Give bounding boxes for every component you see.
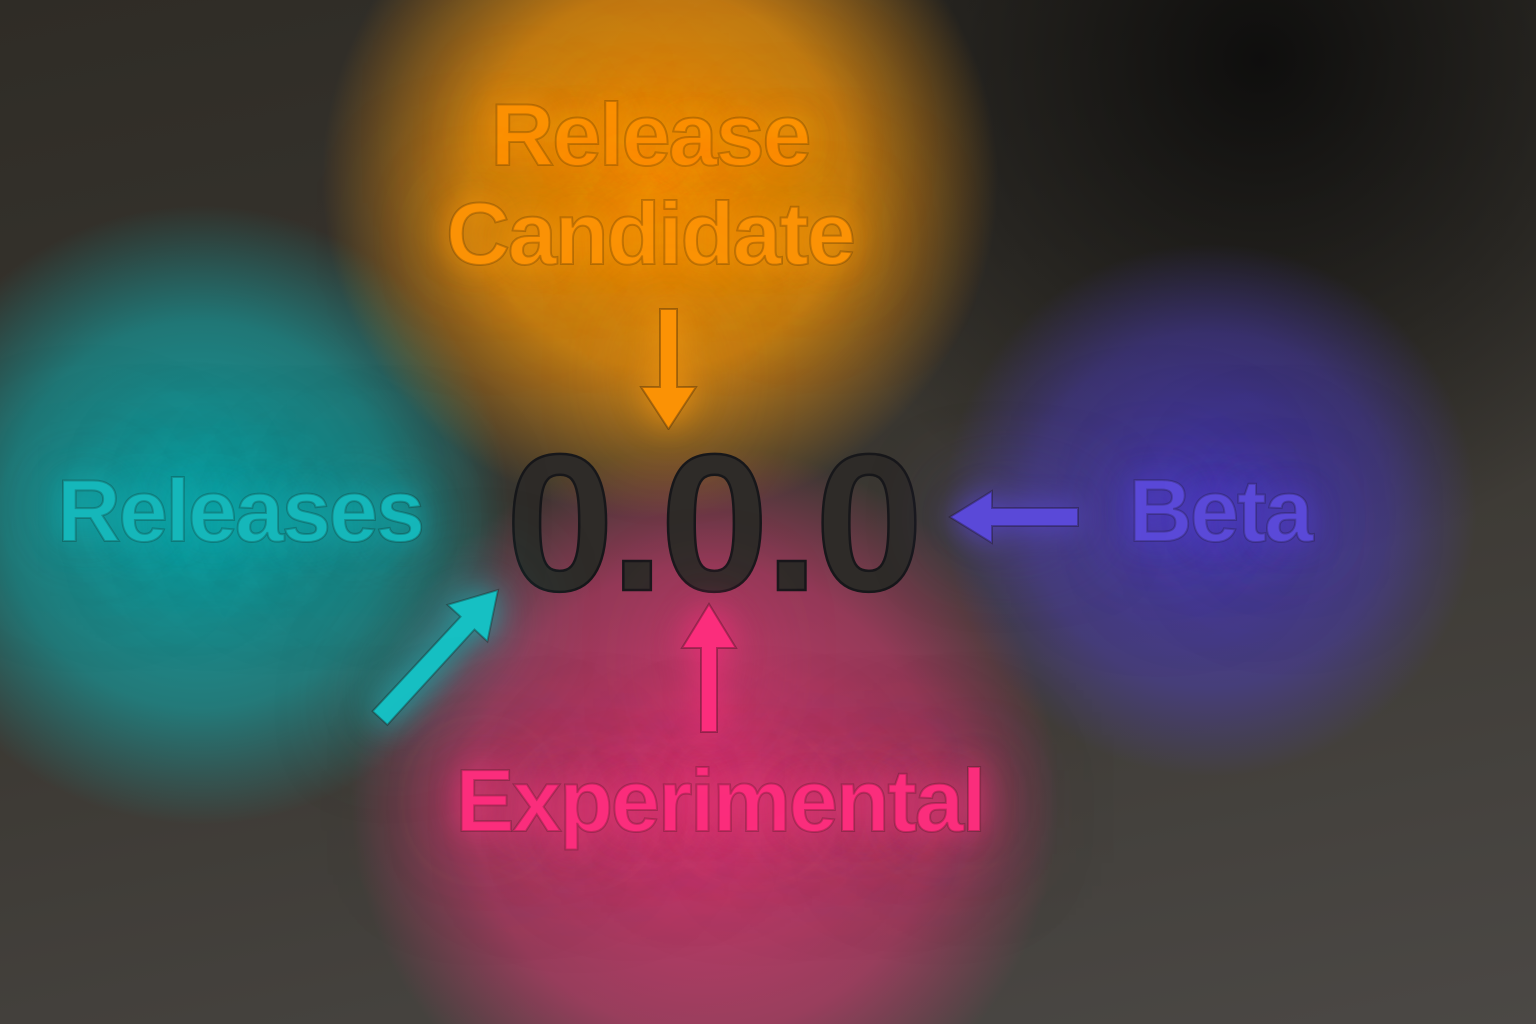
version-number: 0.0.0 — [504, 414, 924, 632]
left-arrow-icon — [948, 486, 1080, 553]
label-releases: Releases — [56, 460, 426, 560]
label-experimental: Experimental — [455, 750, 988, 850]
up-arrow-icon — [680, 602, 738, 739]
up-right-arrow-icon — [368, 586, 502, 735]
label-beta: Beta — [1128, 460, 1315, 560]
label-release-candidate: Release Candidate — [445, 84, 856, 283]
down-arrow-icon — [639, 308, 698, 435]
